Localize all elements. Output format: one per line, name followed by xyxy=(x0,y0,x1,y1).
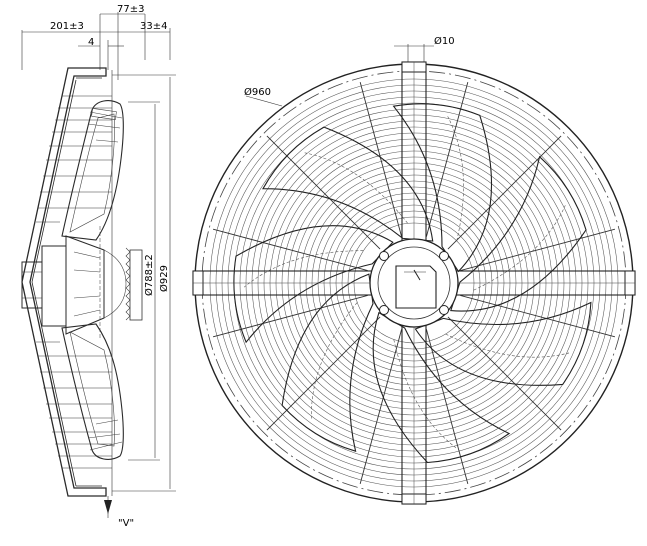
guard-spoke xyxy=(266,135,381,250)
side-blade-upper xyxy=(61,100,124,241)
guard-spokes xyxy=(212,81,616,485)
side-motor xyxy=(21,226,127,340)
fan-blade-rib xyxy=(473,205,566,291)
fan-blade-rib xyxy=(311,302,358,419)
dim-frame-diameter: Ø929 xyxy=(158,265,170,292)
dim-blade-diameter: Ø788±2 xyxy=(143,254,155,296)
fan-blade xyxy=(392,103,493,273)
fan-blade-rib xyxy=(445,333,570,358)
terminal-box xyxy=(395,265,437,309)
fan-blade-rib xyxy=(304,152,408,224)
guard-spoke xyxy=(460,228,616,272)
view-arrow: "V" xyxy=(104,500,134,529)
side-dimensions xyxy=(21,12,171,70)
fan-hub xyxy=(369,238,459,328)
guard-spoke xyxy=(447,316,562,431)
fan-blades xyxy=(233,103,592,464)
front-view: Ø10 Ø960 xyxy=(192,35,636,505)
fan-blade-rib xyxy=(447,116,464,241)
side-vertical-dims xyxy=(107,70,176,518)
side-guard xyxy=(21,67,107,497)
guard-spoke xyxy=(425,81,469,237)
guard-spoke xyxy=(359,81,403,237)
fan-blade xyxy=(414,301,592,386)
dim-motor-offset: 4 xyxy=(88,37,94,48)
dim-flange: 33±4 xyxy=(140,21,167,32)
dim-overall-depth: 201±3 xyxy=(50,21,84,32)
fan-blade-rib xyxy=(393,339,457,448)
fan-blade xyxy=(262,126,434,242)
side-view: 201±3 77±3 33±4 4 xyxy=(21,4,176,529)
guard-spoke xyxy=(425,329,469,485)
dim-hub-width: 77±3 xyxy=(117,4,144,15)
front-dimensions xyxy=(245,44,434,107)
fan-blade xyxy=(450,155,587,312)
dim-guard-diameter: Ø960 xyxy=(244,86,271,98)
guard-spoke xyxy=(212,294,368,338)
dim-mount-hole: Ø10 xyxy=(434,35,455,47)
fan-blade-rib xyxy=(243,250,364,288)
fan-blade xyxy=(372,311,511,464)
side-flange-fins xyxy=(125,247,143,321)
guard-spoke xyxy=(359,329,403,485)
fan-blade xyxy=(281,273,374,452)
view-label: "V" xyxy=(118,518,134,529)
side-blade-lower xyxy=(61,323,124,460)
guard-spoke xyxy=(266,316,381,431)
guard-spoke xyxy=(212,228,368,272)
guard-spoke xyxy=(460,294,616,338)
guard-spoke xyxy=(447,135,562,250)
fan-blade xyxy=(233,225,394,344)
side-guard-ribs xyxy=(36,95,112,469)
